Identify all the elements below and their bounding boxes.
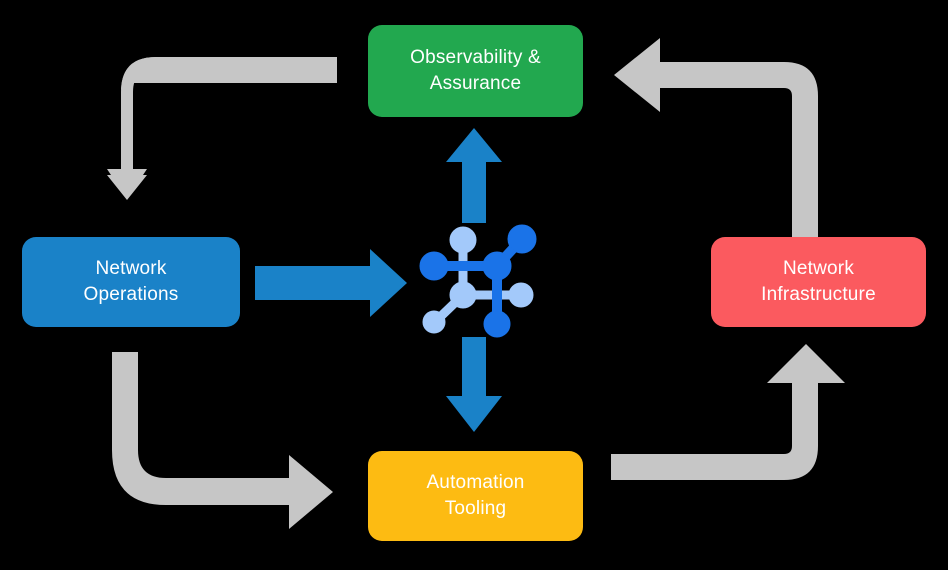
mesh-node-center <box>482 251 512 281</box>
box-automation-tooling[interactable]: Automation Tooling <box>368 451 583 541</box>
box-network-operations[interactable]: Network Operations <box>22 237 240 327</box>
mesh-node-right-small <box>508 282 534 308</box>
arrow-observability-to-operations-body <box>107 57 337 200</box>
mesh-node-left <box>419 251 449 281</box>
arrow-operations-to-center <box>255 249 407 317</box>
arrow-center-to-observability <box>446 128 502 223</box>
network-mesh-icon <box>419 224 537 338</box>
arrow-infrastructure-to-observability <box>614 38 818 237</box>
mesh-node-bottom-left <box>422 310 446 334</box>
mesh-node-bottom <box>483 310 511 338</box>
arrow-center-to-automation <box>446 337 502 432</box>
arrow-automation-to-infrastructure <box>611 344 845 480</box>
box-network-infrastructure[interactable]: Network Infrastructure <box>711 237 926 327</box>
mesh-node-top-left <box>449 226 477 254</box>
box-observability-assurance[interactable]: Observability & Assurance <box>368 25 583 117</box>
mesh-node-mid-left <box>449 281 477 309</box>
arrow-observability-to-operations <box>107 57 337 199</box>
mesh-node-top-right <box>507 224 537 254</box>
arrow-operations-to-automation <box>112 352 333 529</box>
